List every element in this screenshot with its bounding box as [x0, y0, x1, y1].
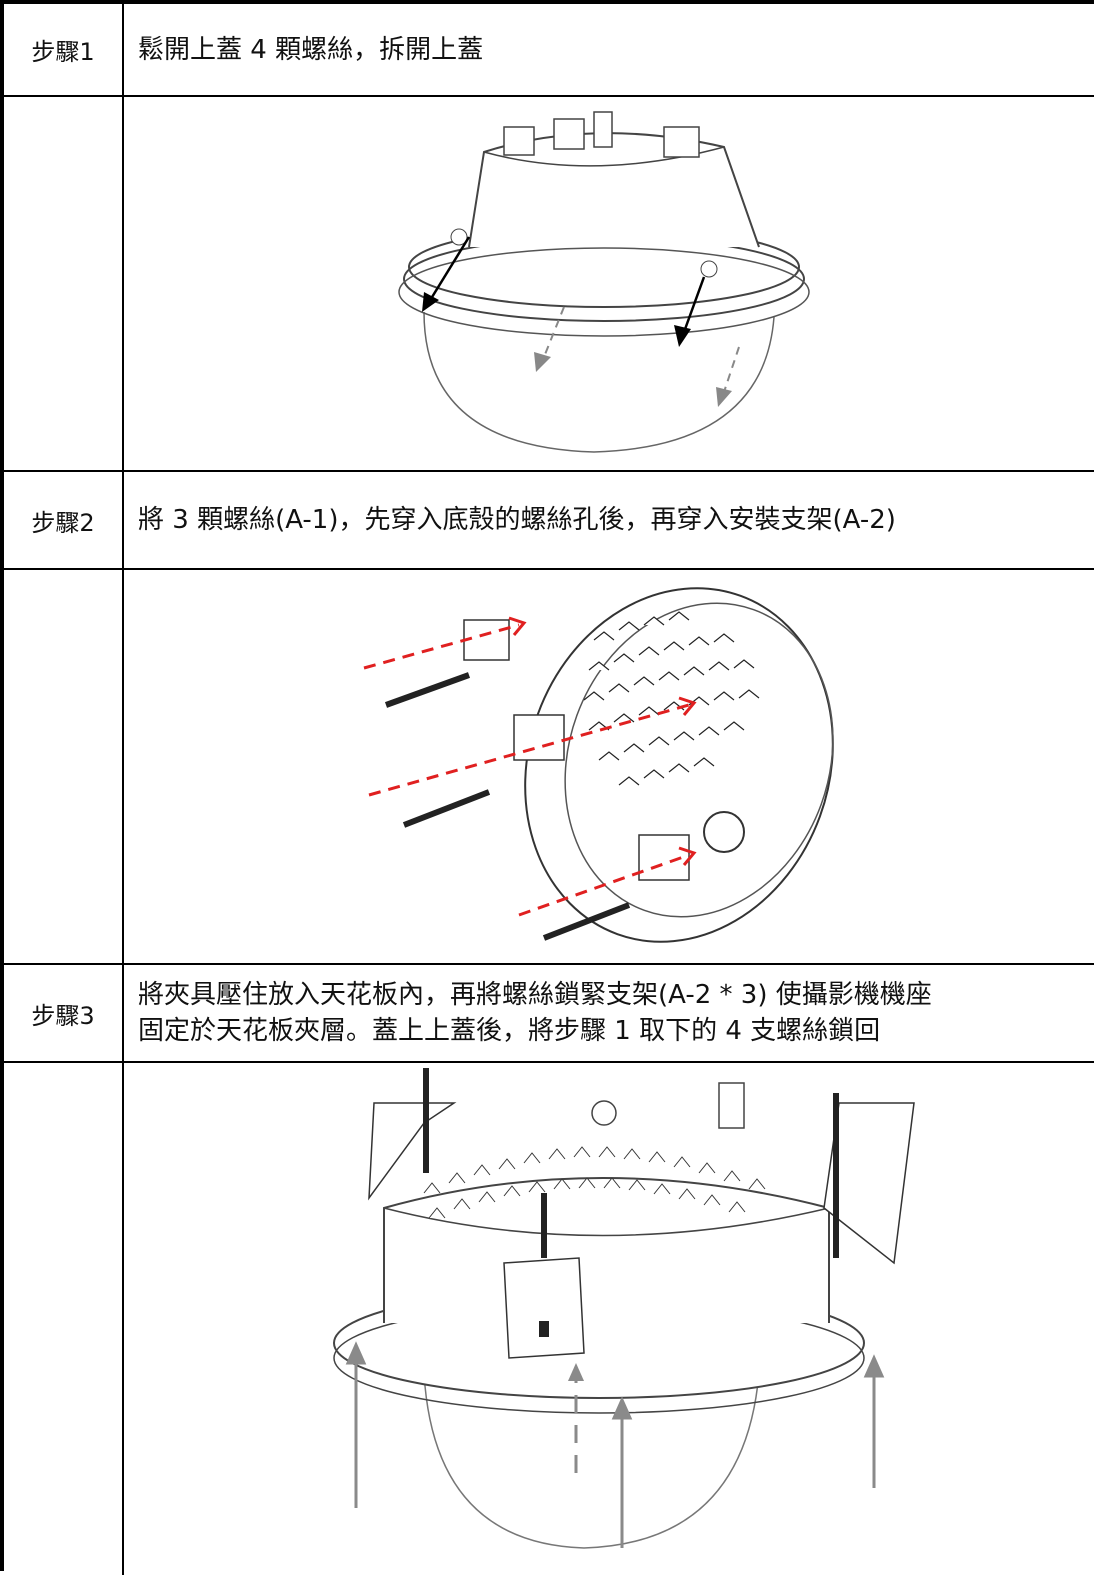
- step2-figure-empty-cell: [4, 570, 124, 963]
- camera-dome-remove-cover-diagram: [124, 97, 1094, 470]
- step2-label: 步驟2: [4, 472, 124, 568]
- step2-instruction: 將 3 顆螺絲(A-1)，先穿入底殼的螺絲孔後，再穿入安裝支架(A-2): [138, 505, 896, 535]
- step2-row: 步驟2 將 3 顆螺絲(A-1)，先穿入底殼的螺絲孔後，再穿入安裝支架(A-2): [4, 472, 1094, 570]
- step1-figure-row: [4, 97, 1094, 472]
- ceiling-clamp-mount-diagram: [124, 1063, 1094, 1575]
- step2-figure-row: [4, 570, 1094, 965]
- step3-instruction: 將夾具壓住放入天花板內，再將螺絲鎖緊支架(A-2 * 3) 使攝影機機座 固定於…: [124, 965, 1094, 1061]
- step1-row: 步驟1 鬆開上蓋 4 顆螺絲，拆開上蓋: [4, 4, 1094, 97]
- step1-instruction: 鬆開上蓋 4 顆螺絲，拆開上蓋: [138, 34, 484, 65]
- step3-row: 步驟3 將夾具壓住放入天花板內，再將螺絲鎖緊支架(A-2 * 3) 使攝影機機座…: [4, 965, 1094, 1063]
- step3-instruction-line1: 將夾具壓住放入天花板內，再將螺絲鎖緊支架(A-2 * 3) 使攝影機機座: [138, 980, 932, 1010]
- step3-instruction-line2: 固定於天花板夾層。蓋上上蓋後，將步驟 1 取下的 4 支螺絲鎖回: [138, 1016, 881, 1046]
- step1-label: 步驟1: [4, 4, 124, 95]
- step3-figure-row: [4, 1063, 1094, 1575]
- base-screws-bracket-diagram: [124, 570, 1094, 963]
- step1-figure-empty-cell: [4, 97, 124, 470]
- step3-figure-empty-cell: [4, 1063, 124, 1575]
- step3-label: 步驟3: [4, 965, 124, 1061]
